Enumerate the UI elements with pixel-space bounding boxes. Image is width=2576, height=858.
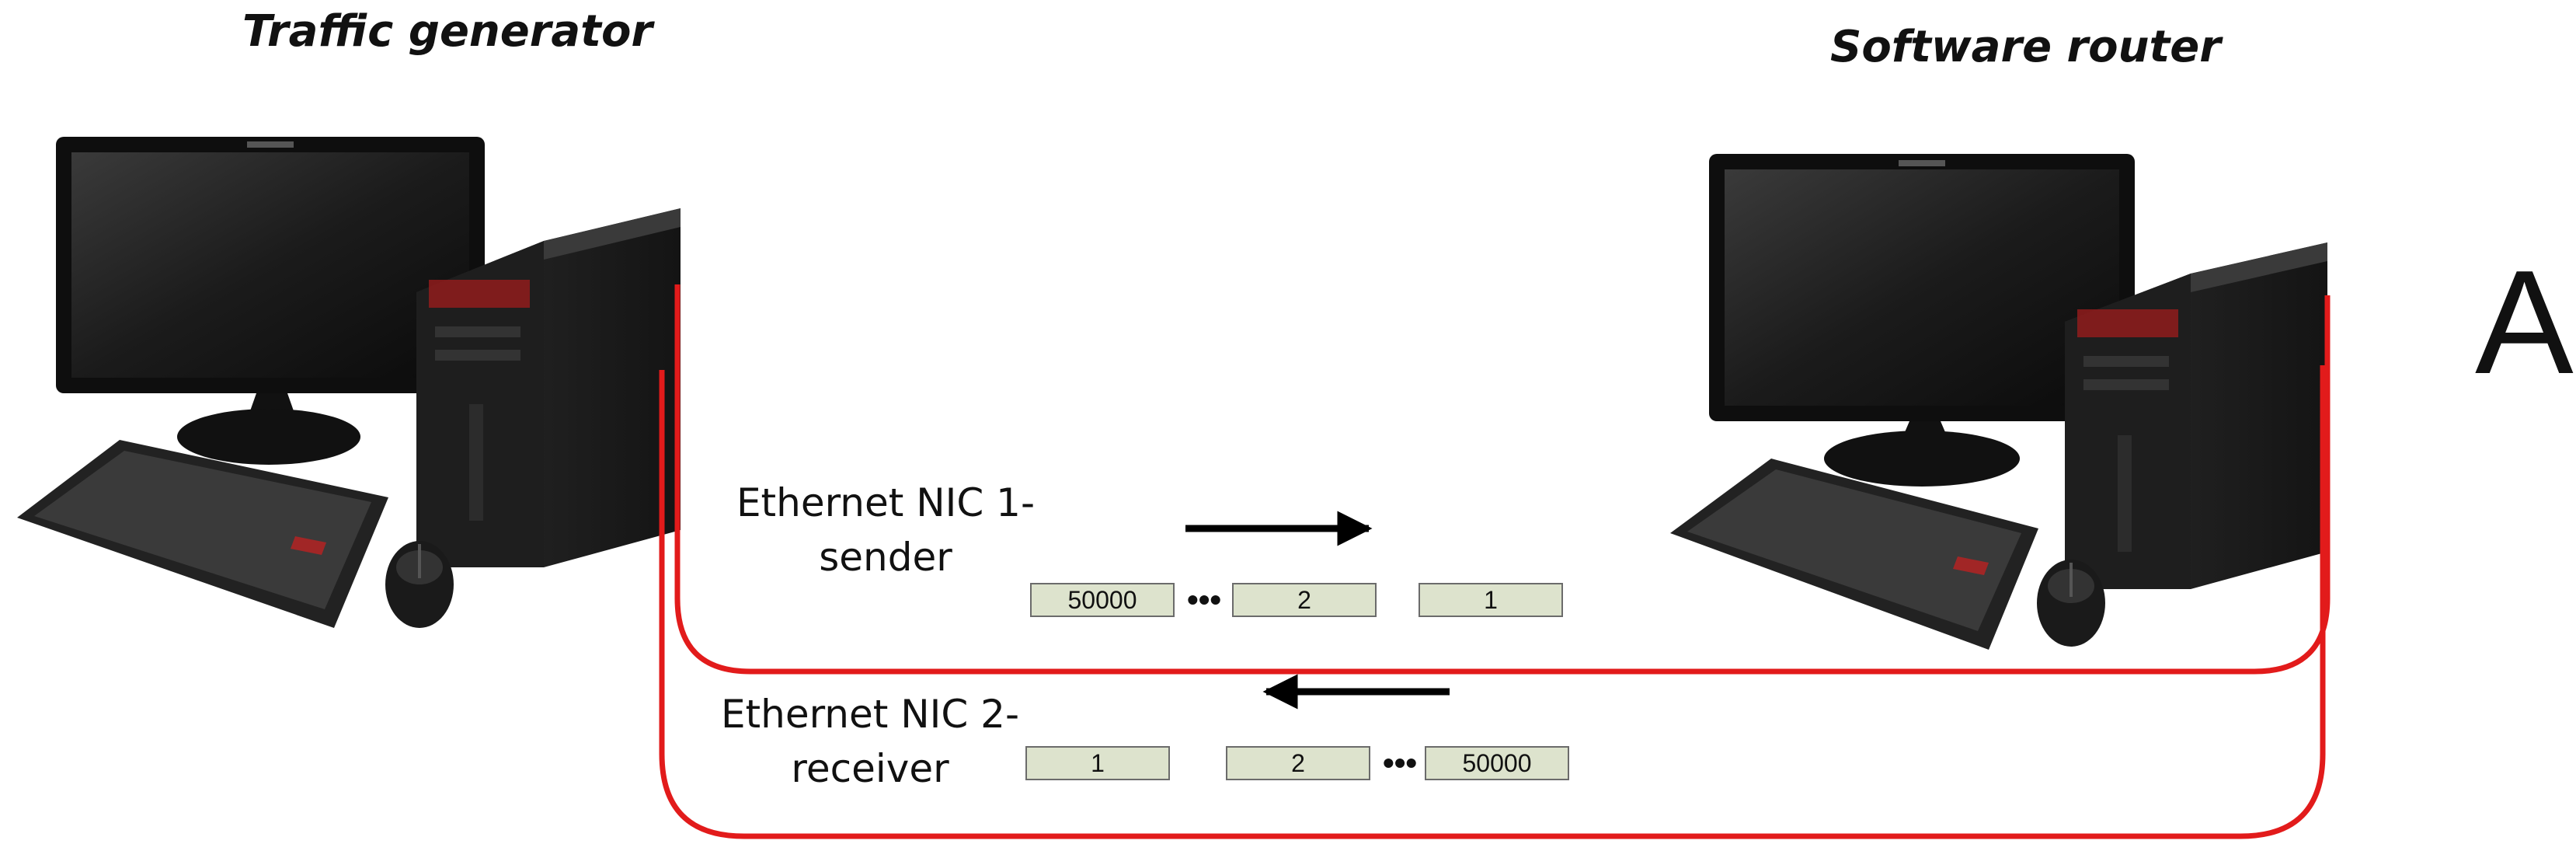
software-router-computer (1670, 154, 2327, 650)
packet-box: 2 (1232, 583, 1377, 617)
title-software-router: Software router (1830, 22, 2221, 72)
nic2-label-line1: Ethernet NIC 2- (720, 692, 1020, 737)
packet-box: 1 (1419, 583, 1563, 617)
traffic-generator-computer (17, 137, 681, 628)
keyboard-icon (1670, 459, 2038, 650)
packet-box: 50000 (1030, 583, 1175, 617)
cable-nic2 (659, 365, 2326, 839)
mouse-icon (385, 541, 454, 628)
packet-ellipsis: ••• (1383, 745, 1418, 781)
title-traffic-generator: Traffic generator (242, 6, 653, 57)
packet-box: 1 (1025, 746, 1170, 780)
nic1-label: Ethernet NIC 1- sender (699, 476, 1072, 584)
mouse-icon (2037, 560, 2105, 647)
monitor-icon (1709, 154, 2135, 487)
packet-box: 2 (1226, 746, 1370, 780)
keyboard-icon (17, 440, 388, 628)
nic1-label-line1: Ethernet NIC 1- (736, 480, 1036, 525)
monitor-icon (56, 137, 485, 465)
packet-ellipsis: ••• (1187, 581, 1222, 618)
tower-icon (416, 208, 681, 567)
nic2-label-line2: receiver (791, 746, 949, 791)
nic2-label: Ethernet NIC 2- receiver (684, 687, 1057, 796)
nic1-label-line2: sender (819, 535, 952, 580)
tower-icon (2065, 242, 2327, 589)
panel-letter: A (2475, 240, 2574, 405)
packet-box: 50000 (1425, 746, 1569, 780)
